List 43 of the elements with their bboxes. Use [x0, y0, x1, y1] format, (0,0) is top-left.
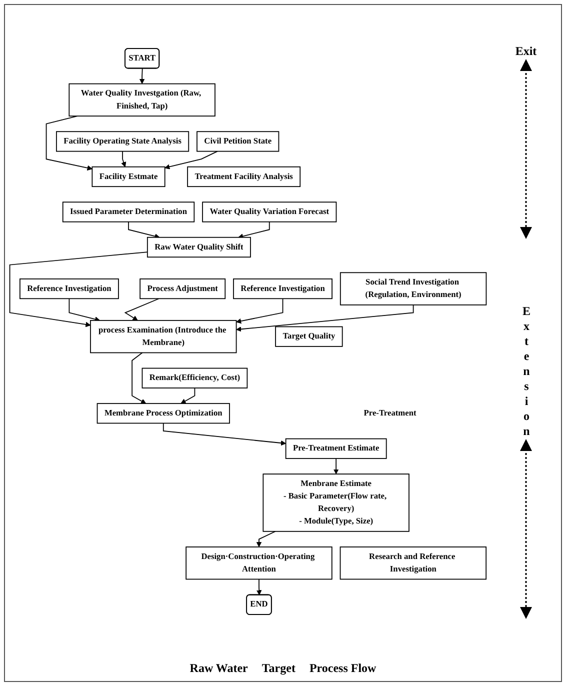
arrow [256, 578, 262, 596]
node-box: Treatment Facility Analysis [187, 166, 301, 188]
node-box: Research and Reference Investigation [340, 546, 487, 580]
arrow [139, 68, 145, 84]
range-label: Extension [518, 304, 534, 440]
arrow [236, 298, 284, 324]
arrow [164, 150, 218, 170]
node-box: Target Quality [275, 326, 343, 347]
node-box: Facility Estmate [92, 166, 166, 188]
node-box: Issued Parameter Determination [62, 202, 195, 222]
node-box: Facility Operating State Analysis [56, 131, 190, 152]
arrow [121, 150, 126, 168]
node-box: Process Adjustment [140, 278, 226, 300]
arrow [128, 221, 160, 239]
arrow [132, 352, 146, 404]
node-box: Water Quality Variation Forecast [202, 202, 337, 222]
arrow [162, 422, 286, 446]
node-box: Reference Investigation [20, 278, 119, 300]
node-box: process Examination (Introduce the Membrane) [90, 320, 237, 354]
node-label: Pre-Treatment [364, 408, 416, 418]
note-label: Process Flow [309, 661, 376, 676]
node-box: Design·Construction·Operating Attention [186, 546, 332, 580]
arrow [238, 221, 270, 239]
node-box: Civil Petition State [196, 131, 280, 152]
arrow [46, 116, 92, 170]
range-label: Exit [515, 44, 537, 59]
node-box: Remark(Efficiency, Cost) [142, 368, 248, 388]
node-box: Pre-Treatment Estimate [285, 438, 387, 459]
arrow [333, 458, 339, 474]
node-box: Raw Water Quality Shift [146, 236, 251, 258]
node-box: Membrane Process Optimization [96, 403, 230, 424]
arrow [180, 388, 196, 404]
arrow [256, 530, 276, 548]
note-label: Target [262, 661, 296, 676]
arrow [9, 252, 148, 328]
node-box: Social Trend Investigation (Regulation, Environment) [340, 272, 487, 306]
note-label: Raw Water [190, 661, 248, 676]
arrow [68, 298, 100, 322]
node-box: Water Quality Investgation (Raw, Finished, Tap) [68, 83, 216, 116]
arrow [236, 304, 414, 332]
node-box: Reference Investigation [233, 278, 332, 300]
node-box: Menbrane Estimate - Basic Parameter(Flow rate, Recovery) - Module(Type, Size) [262, 474, 410, 532]
arrow [124, 298, 160, 321]
